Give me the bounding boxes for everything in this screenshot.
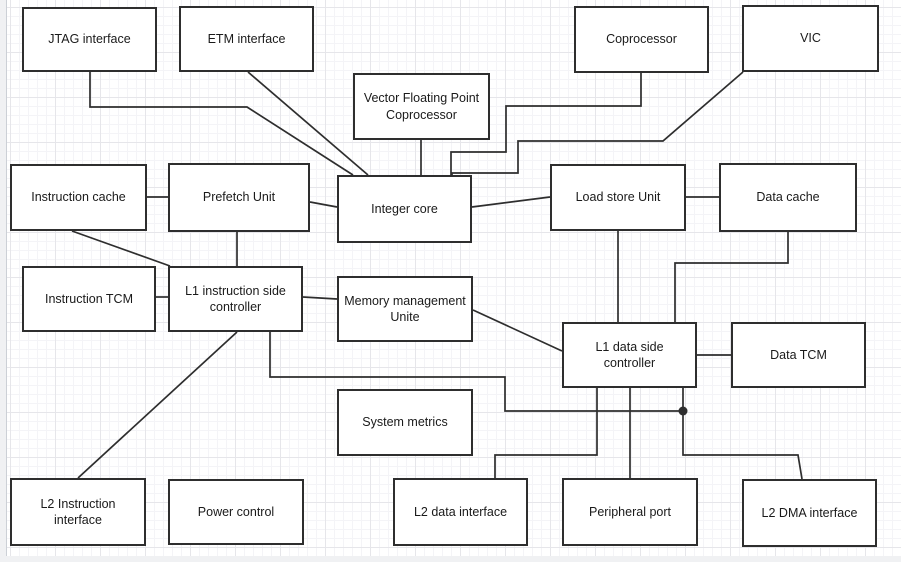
node-instruction-tcm[interactable]: Instruction TCM bbox=[22, 266, 156, 332]
node-data-tcm[interactable]: Data TCM bbox=[731, 322, 866, 388]
edge-integer-core-to-load-store-unit[interactable] bbox=[471, 196, 551, 208]
canvas-bottom-gutter bbox=[0, 556, 901, 562]
edge-l1-instruction-to-junction[interactable] bbox=[269, 332, 683, 412]
edge-l1-instruction-to-l2-instruction-interface[interactable] bbox=[77, 331, 238, 479]
node-etm-interface[interactable]: ETM interface bbox=[179, 6, 314, 72]
node-memory-management-unite[interactable]: Memory management Unite bbox=[337, 276, 473, 342]
node-label: Instruction TCM bbox=[45, 291, 133, 306]
node-label: L2 data interface bbox=[413, 504, 508, 519]
edge-l1-data-to-l2-data-interface[interactable] bbox=[494, 388, 598, 478]
node-label: ETM interface bbox=[207, 31, 286, 46]
node-label: Data TCM bbox=[770, 347, 827, 362]
node-vector-floating-point-coprocessor[interactable]: Vector Floating Point Coprocessor bbox=[353, 73, 490, 140]
node-label: VIC bbox=[800, 31, 821, 46]
node-l1-data-side-controller[interactable]: L1 data side controller bbox=[562, 322, 697, 388]
node-label: Instruction cache bbox=[31, 190, 126, 205]
node-jtag-interface[interactable]: JTAG interface bbox=[22, 7, 157, 72]
edge-coprocessor-to-integer-core[interactable] bbox=[450, 73, 642, 175]
node-l2-instruction-interface[interactable]: L2 Instruction interface bbox=[10, 478, 146, 546]
edge-vic-to-integer-core[interactable] bbox=[451, 71, 744, 175]
node-label: L2 DMA interface bbox=[761, 505, 858, 520]
node-label: Data cache bbox=[756, 190, 820, 205]
edge-l1-instruction-to-mmu[interactable] bbox=[302, 296, 338, 300]
edge-data-cache-to-l1-data[interactable] bbox=[674, 232, 789, 322]
edge-etm-to-integer-core[interactable] bbox=[247, 71, 369, 176]
node-integer-core[interactable]: Integer core bbox=[337, 175, 472, 243]
node-label: Power control bbox=[197, 504, 275, 519]
node-system-metrics[interactable]: System metrics bbox=[337, 389, 473, 456]
node-label: Memory management Unite bbox=[344, 293, 466, 324]
node-label: Integer core bbox=[371, 201, 438, 216]
edge-instruction-cache-to-l1-instruction[interactable] bbox=[71, 230, 171, 267]
node-label: L1 data side controller bbox=[595, 339, 664, 370]
node-label: Coprocessor bbox=[606, 32, 677, 47]
node-label: Load store Unit bbox=[575, 190, 661, 205]
page-left-edge bbox=[6, 0, 7, 556]
node-data-cache[interactable]: Data cache bbox=[719, 163, 857, 232]
node-l1-instruction-side-controller[interactable]: L1 instruction side controller bbox=[168, 266, 303, 332]
edge-l1-data-to-l2-dma-interface[interactable] bbox=[682, 388, 803, 480]
edge-mmu-to-l1-data[interactable] bbox=[472, 309, 563, 352]
node-instruction-cache[interactable]: Instruction cache bbox=[10, 164, 147, 231]
node-label: JTAG interface bbox=[48, 32, 131, 47]
node-label: Peripheral port bbox=[589, 504, 671, 519]
edge-prefetch-unit-to-integer-core[interactable] bbox=[309, 201, 338, 208]
node-label: L2 Instruction interface bbox=[40, 496, 116, 527]
node-power-control[interactable]: Power control bbox=[168, 479, 304, 545]
node-peripheral-port[interactable]: Peripheral port bbox=[562, 478, 698, 546]
edge-jtag-to-integer-core[interactable] bbox=[89, 72, 354, 176]
node-l2-data-interface[interactable]: L2 data interface bbox=[393, 478, 528, 546]
node-label: Prefetch Unit bbox=[202, 190, 276, 205]
node-coprocessor[interactable]: Coprocessor bbox=[574, 6, 709, 73]
node-label: L1 instruction side controller bbox=[185, 283, 286, 314]
node-label: Vector Floating Point Coprocessor bbox=[363, 91, 480, 122]
node-load-store-unit[interactable]: Load store Unit bbox=[550, 164, 686, 231]
node-label: System metrics bbox=[362, 415, 448, 430]
node-l2-dma-interface[interactable]: L2 DMA interface bbox=[742, 479, 877, 547]
node-vic[interactable]: VIC bbox=[742, 5, 879, 72]
node-prefetch-unit[interactable]: Prefetch Unit bbox=[168, 163, 310, 232]
